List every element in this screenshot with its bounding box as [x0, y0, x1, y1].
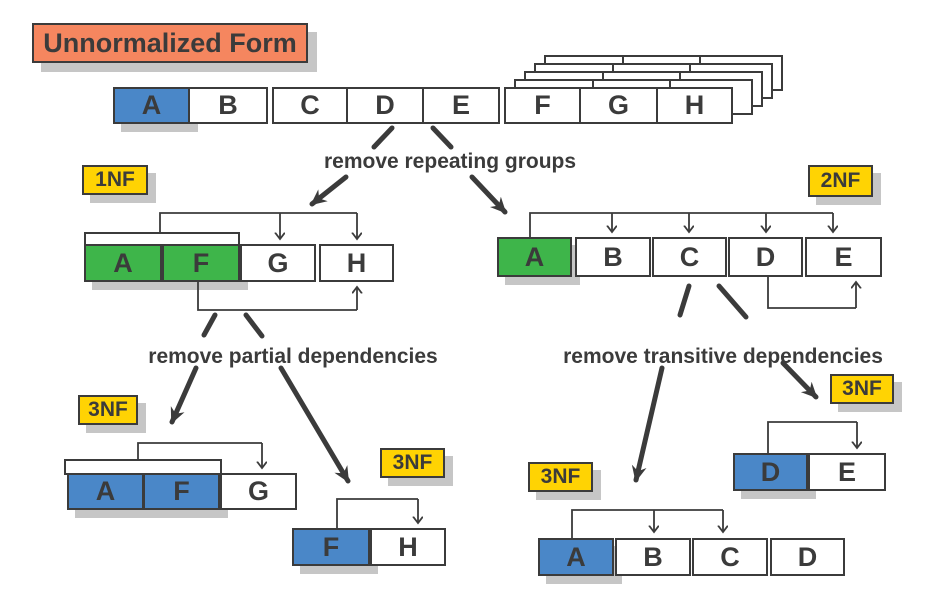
bracket-1nf-partial — [197, 282, 357, 311]
cell-de-d: D — [733, 453, 808, 491]
cell-unf-a: A — [113, 87, 190, 124]
bracket-2nf-transitive — [767, 277, 856, 309]
cell-2nf-e: E — [805, 237, 882, 277]
cell-afg-g: G — [220, 473, 297, 510]
cell-abcd-d: D — [770, 538, 845, 576]
cell-1nf-h: H — [319, 244, 394, 282]
cell-afg-a: A — [67, 473, 144, 510]
flow-partial-stub-left — [201, 312, 218, 338]
flow-partial-stub-right — [243, 312, 265, 339]
cell-unf-g: G — [579, 87, 658, 124]
flow-arrow-to-2nf — [469, 174, 508, 215]
badge-1nf: 1NF — [82, 165, 148, 195]
cell-unf-b: B — [188, 87, 268, 124]
badge-3nf-abcd: 3NF — [528, 462, 593, 492]
badge-3nf-afg: 3NF — [78, 395, 138, 425]
cell-abcd-b: B — [615, 538, 691, 576]
bracket-afg — [137, 442, 262, 459]
bracket-2nf-key — [529, 212, 833, 237]
cell-unf-f: F — [504, 87, 581, 124]
bracket-fh — [336, 498, 418, 528]
cell-unf-d: D — [346, 87, 424, 124]
cell-2nf-c: C — [652, 237, 727, 277]
cell-de-e: E — [808, 453, 886, 491]
badge-3nf-fh: 3NF — [380, 448, 445, 478]
bracket-abcd — [571, 509, 723, 538]
flow-arrows — [169, 125, 819, 484]
cell-1nf-a: A — [84, 244, 162, 282]
cell-afg-f: F — [143, 473, 220, 510]
remove-transitive-dependencies-label: remove transitive dependencies — [563, 345, 883, 368]
flow-arrow-to-1nf — [309, 174, 349, 207]
cell-1nf-g: G — [240, 244, 316, 282]
cell-unf-e: E — [422, 87, 500, 124]
cell-fh-h: H — [370, 528, 446, 566]
flow-transitive-stub-left — [677, 283, 692, 318]
flow-transitive-stub-right — [716, 283, 749, 320]
flow-arrow-to-3nf-afg — [169, 365, 199, 425]
cell-unf-c: C — [272, 87, 348, 124]
cell-unf-h: H — [656, 87, 733, 124]
badge-2nf: 2NF — [808, 165, 873, 197]
cell-abcd-c: C — [692, 538, 768, 576]
cell-abcd-a: A — [538, 538, 614, 576]
bracket-1nf-key — [159, 212, 357, 232]
cell-2nf-d: D — [728, 237, 803, 277]
cell-1nf-f: F — [162, 244, 240, 282]
unnormalized-form-badge: Unnormalized Form — [32, 23, 308, 63]
cell-2nf-a: A — [497, 237, 572, 277]
flow-arrow-to-3nf-fh — [278, 365, 351, 484]
bracket-de — [767, 421, 857, 453]
badge-3nf-de: 3NF — [830, 374, 894, 404]
remove-repeating-groups-label: remove repeating groups — [323, 150, 577, 173]
flow-arrow-to-3nf-abcd — [631, 365, 665, 483]
flow-repeating-stub-right — [430, 125, 454, 150]
cell-2nf-b: B — [575, 237, 651, 277]
remove-partial-dependencies-label: remove partial dependencies — [148, 345, 438, 368]
flow-repeating-stub-left — [371, 125, 395, 150]
cell-fh-f: F — [292, 528, 370, 566]
